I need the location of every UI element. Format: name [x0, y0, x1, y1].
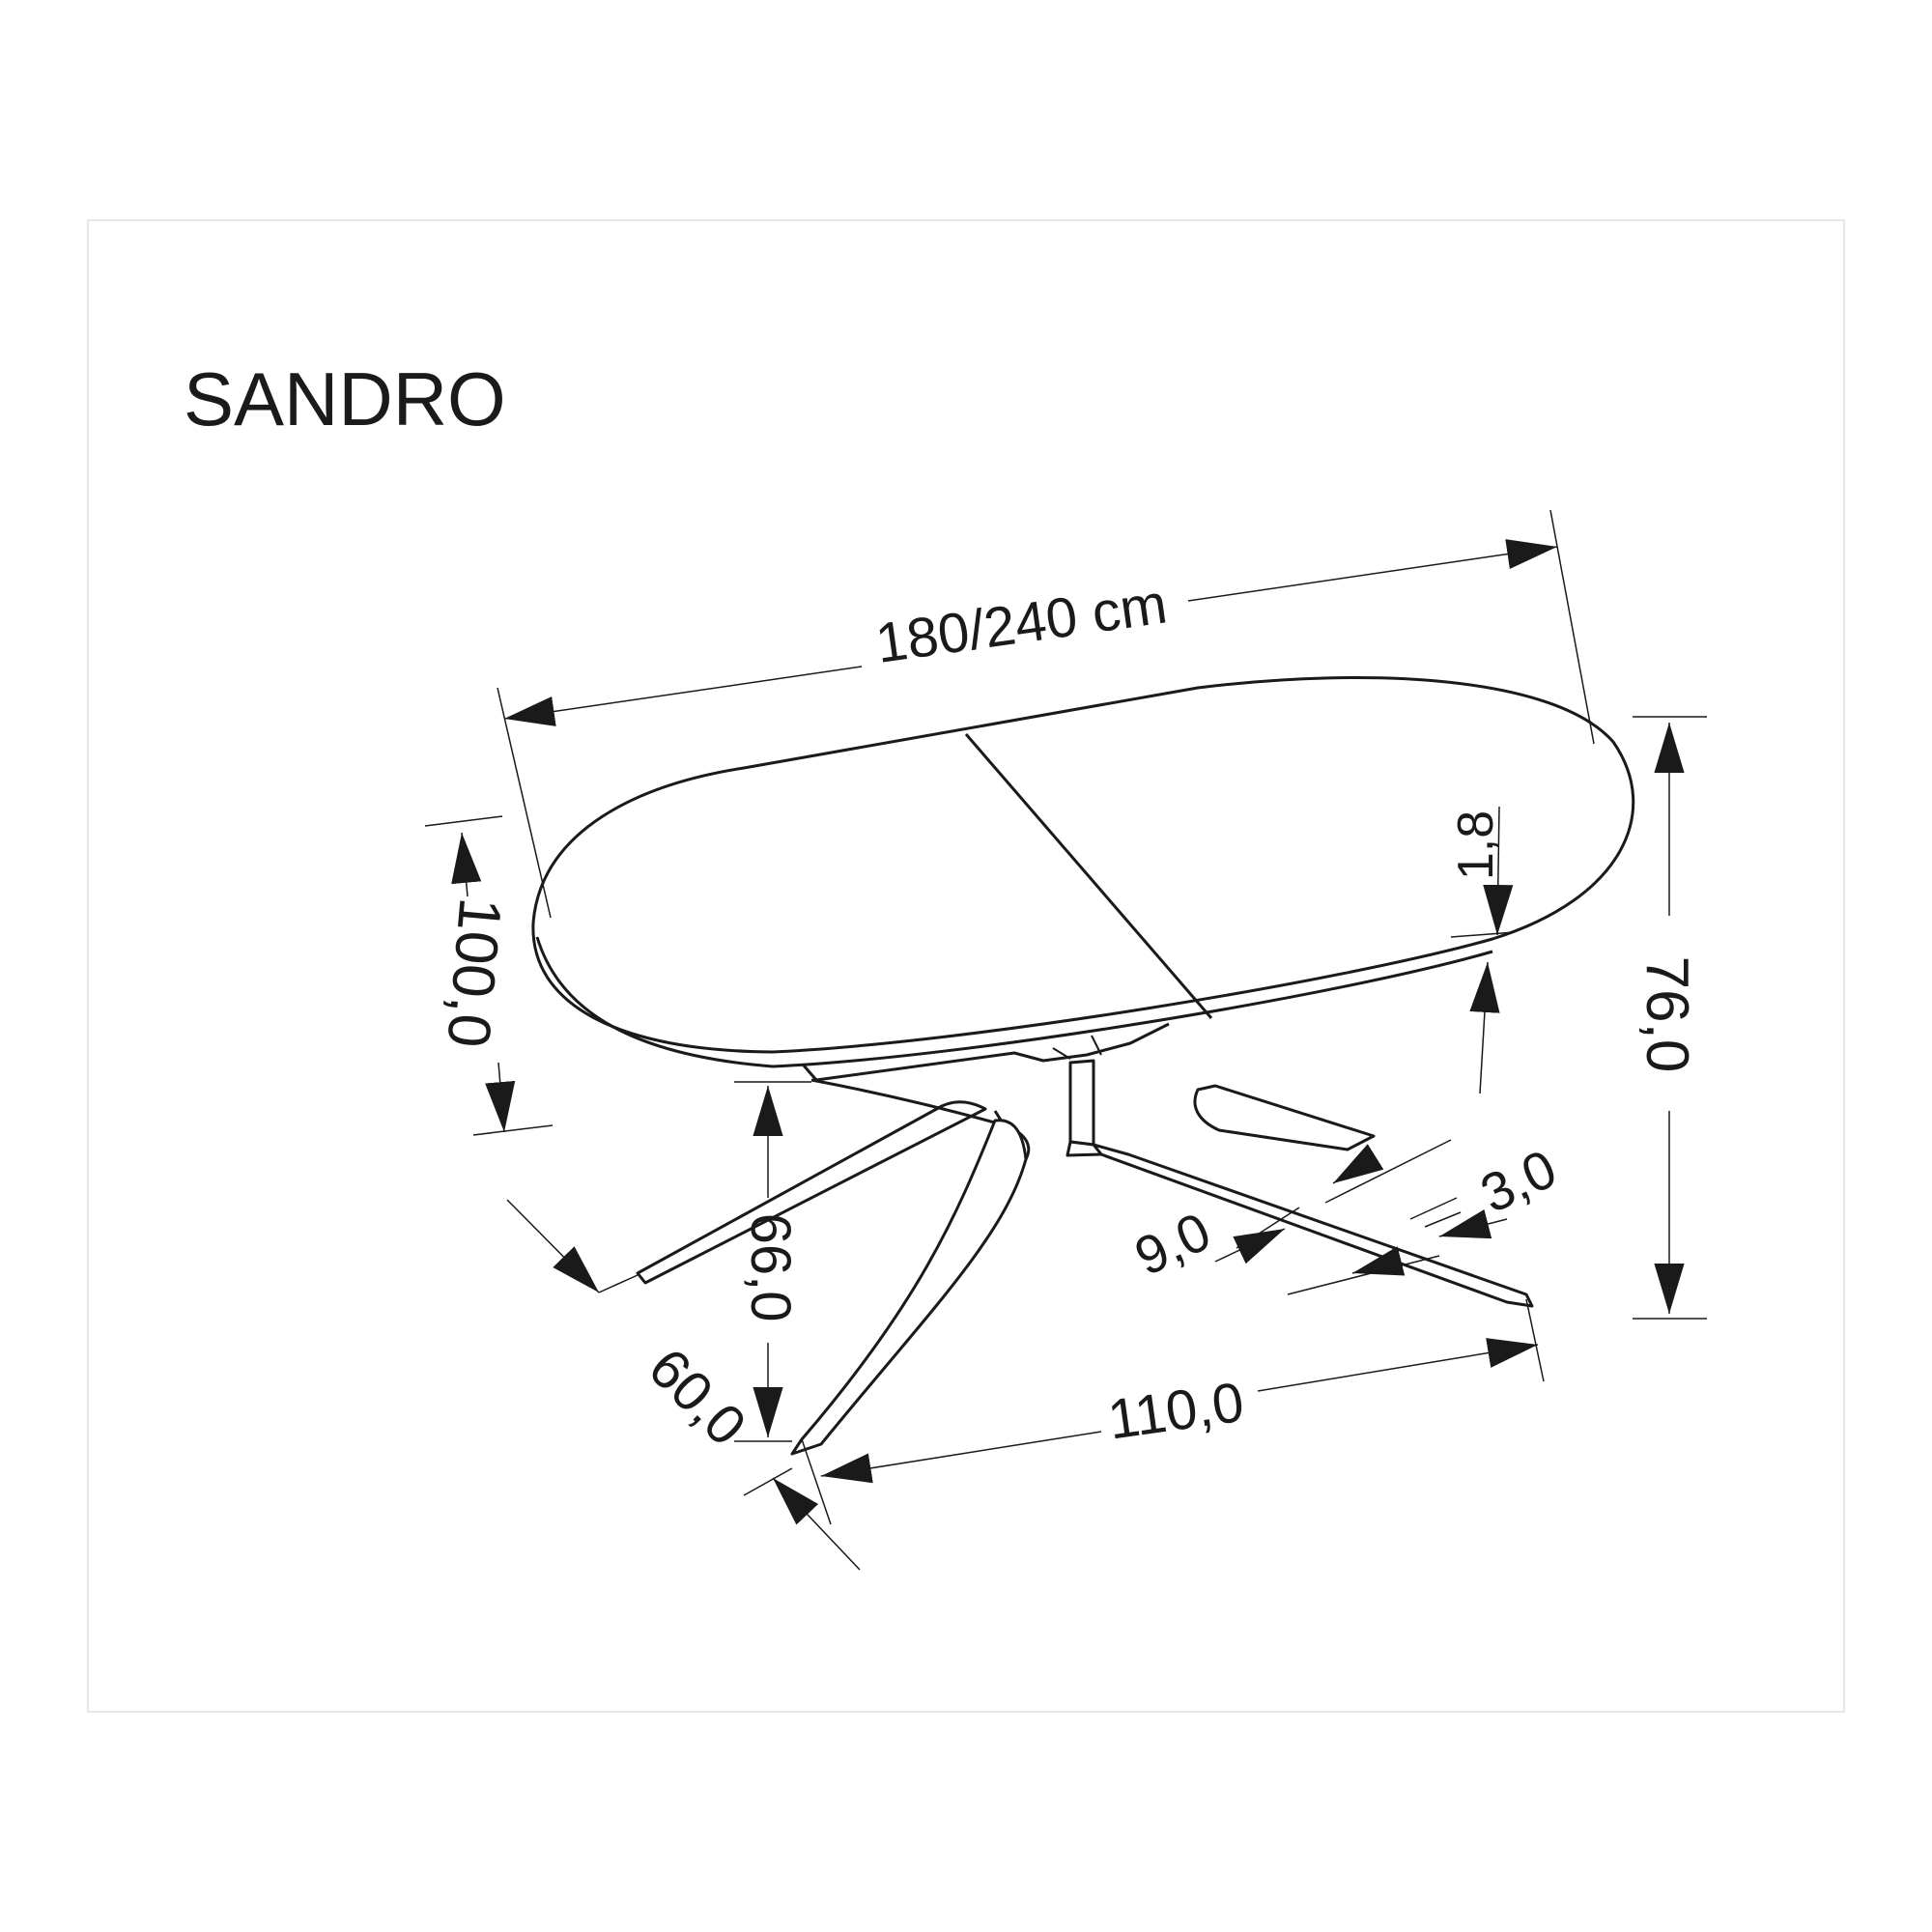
dim-leg-thickness-label: 3,0 [1471, 1137, 1565, 1224]
dimension-labels: 180/240 cm 100,0 76,0 1,8 66,0 60,0 110,… [434, 572, 1700, 1458]
dim-length-ext-left [497, 687, 552, 919]
dim-leg-width-ext-b [1287, 1255, 1440, 1295]
dim-side-spread-line-left [820, 1431, 1102, 1484]
dim-leg-thickness-ext-a [1324, 1139, 1452, 1204]
dimension-lines [424, 509, 1707, 1571]
dim-height-label: 76,0 [1634, 956, 1700, 1073]
dim-side-spread-ext-left [801, 1438, 832, 1525]
dim-front-spread-label: 60,0 [637, 1336, 758, 1458]
table-base [636, 1059, 1534, 1456]
dim-front-spread-ext-a [598, 1274, 639, 1293]
dim-length-label: 180/240 cm [872, 572, 1171, 675]
dim-length-line-right [1187, 539, 1558, 602]
dim-width-line-top [451, 832, 482, 897]
product-title: SANDRO [184, 356, 506, 441]
dim-leg-width-line-b [1351, 1246, 1406, 1276]
dim-thickness-line-top [1483, 806, 1514, 936]
dim-leg-width-label: 9,0 [1125, 1200, 1219, 1287]
dim-leg-thickness-line-b [1438, 1208, 1508, 1239]
dim-leg-thickness-line-a [1332, 1144, 1384, 1184]
dim-front-spread-line-a [506, 1199, 600, 1293]
drawing-frame [87, 219, 1845, 1713]
dim-clearance-label: 66,0 [739, 1213, 802, 1322]
dim-leg-thickness-ext-b [1409, 1197, 1458, 1220]
dim-leg-thickness-ext-c [1424, 1211, 1462, 1228]
dim-width-label: 100,0 [434, 895, 513, 1050]
dim-side-spread-label: 110,0 [1104, 1371, 1248, 1452]
dim-width-line-bottom [485, 1062, 516, 1133]
dim-side-spread-line-right [1257, 1338, 1539, 1392]
dim-width-ext-bottom [472, 1124, 554, 1136]
dim-thickness-line-bottom [1469, 961, 1500, 1094]
dim-front-spread-ext-b [743, 1467, 793, 1496]
dim-front-spread-line-b [772, 1477, 861, 1571]
dim-thickness-label: 1,8 [1448, 810, 1504, 880]
dim-side-spread-ext-right [1525, 1298, 1545, 1382]
dim-length-line-left [503, 666, 863, 726]
dim-length-ext-right [1549, 509, 1595, 745]
dim-leg-width-line-a [1214, 1228, 1286, 1264]
dim-width-ext-top [424, 815, 503, 827]
